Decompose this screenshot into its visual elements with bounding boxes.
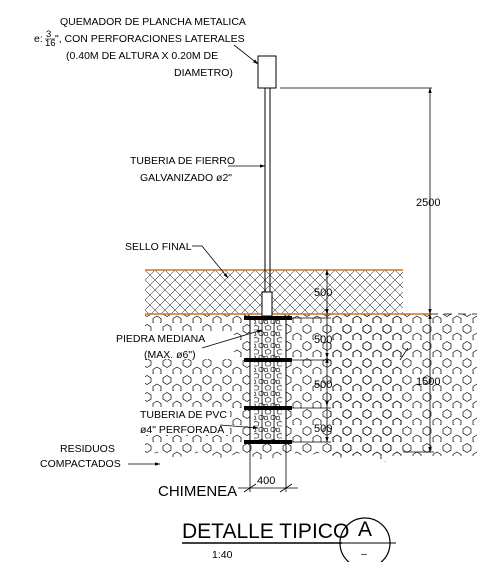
seal-annotation: SELLO FINAL <box>125 241 229 279</box>
inner-dimension-lines <box>292 269 331 443</box>
stone-label-line-2: (MAX. ø6") <box>144 349 196 361</box>
dimension-500-a: 500 <box>314 334 332 346</box>
right-waste-extension <box>330 314 477 456</box>
pipe-label-line-1: TUBERIA DE FIERRO <box>130 155 235 167</box>
waste-label-line-1: RESIDUOS <box>60 443 115 455</box>
sheet-reference: – <box>361 548 367 560</box>
stone-annotation: PIEDRA MEDIANA (MAX. ø6") <box>114 329 263 361</box>
burner-label-prefix: e: <box>34 33 43 45</box>
chimney-spacer-bars <box>244 316 292 444</box>
chimney-stone-column <box>249 317 287 443</box>
pvc-label-line-2: ø4" PERFORADA <box>140 424 224 436</box>
burner-label-line-4: DIAMETRO) <box>174 67 233 79</box>
dimension-2500-lines <box>280 87 432 315</box>
pvc-annotation: TUBERIA DE PVC ø4" PERFORADA <box>138 407 259 436</box>
burner-label-line-3: (0.40M DE ALTURA X 0.20M DE <box>66 50 218 62</box>
detail-title: DETALLE TIPICO <box>182 520 349 543</box>
dimension-400-lines <box>238 444 298 493</box>
detail-bubble <box>339 517 391 562</box>
title-block: DETALLE TIPICO A – 1:40 <box>182 517 396 562</box>
galvanized-pipe <box>264 88 271 292</box>
detail-letter: A <box>358 518 372 541</box>
dimension-400: 400 <box>257 475 275 487</box>
dimension-500-c: 500 <box>314 423 332 435</box>
burner-label-line-2: ", CON PERFORACIONES LATERALES <box>55 33 245 45</box>
galvanized-pipe-annotation: TUBERIA DE FIERRO GALVANIZADO ø2" <box>130 155 266 184</box>
waste-annotation: RESIDUOS COMPACTADOS <box>40 440 161 470</box>
pipe-label-line-2: GALVANIZADO ø2" <box>140 172 232 184</box>
pvc-coupling <box>261 291 273 317</box>
dimension-500-top: 500 <box>314 287 332 299</box>
dimension-500-b: 500 <box>314 379 332 391</box>
detail-scale: 1:40 <box>212 549 233 561</box>
pvc-label-line-1: TUBERIA DE PVC <box>140 409 227 421</box>
dimension-1500: 1500 <box>416 376 440 388</box>
fraction-denominator: 16 <box>45 38 56 49</box>
dimension-1500-lines <box>399 313 434 453</box>
dimension-2500: 2500 <box>416 197 440 209</box>
burner-annotation: QUEMADOR DE PLANCHA METALICA e: 3 16 ", … <box>34 16 259 79</box>
chimney-label: CHIMENEA <box>158 483 237 500</box>
stone-label-line-1: PIEDRA MEDIANA <box>116 333 205 345</box>
burner-label-line-1: QUEMADOR DE PLANCHA METALICA <box>60 16 246 28</box>
fraction-numerator: 3 <box>46 29 51 40</box>
seal-label: SELLO FINAL <box>125 241 192 253</box>
waste-label-line-2: COMPACTADOS <box>40 458 121 470</box>
burner-box <box>257 55 277 89</box>
compacted-fill-layer <box>145 270 403 314</box>
